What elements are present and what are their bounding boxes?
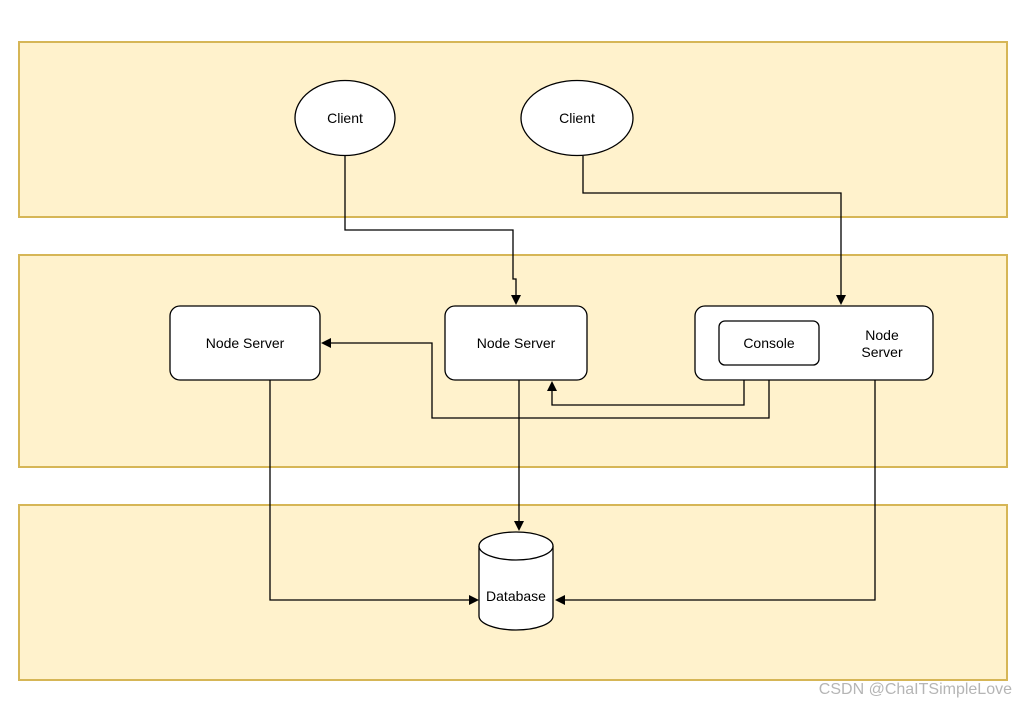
console-node: Console xyxy=(718,320,820,366)
client-left-node: Client xyxy=(294,79,396,157)
arrowhead-database-left xyxy=(469,595,479,605)
node-server-left: Node Server xyxy=(169,305,321,381)
arrowhead-node-server-middle-bottom xyxy=(547,381,557,391)
node-server-left-label: Node Server xyxy=(206,335,285,351)
node-server-middle: Node Server xyxy=(444,305,588,381)
node-server-left-shape xyxy=(169,305,321,381)
client-right-label: Client xyxy=(559,110,595,126)
client-left-label: Client xyxy=(327,110,363,126)
node-server-right-label-line2: Server xyxy=(861,344,903,360)
edge-console-to-node-server-left xyxy=(330,342,770,419)
console-label: Console xyxy=(743,335,795,351)
arrowhead-node-server-middle-top xyxy=(511,295,521,305)
console-shape xyxy=(718,320,820,366)
edge-client-left-to-node-server-middle xyxy=(344,156,517,296)
client-right-shape xyxy=(520,79,634,157)
database-top xyxy=(478,531,554,561)
watermark: CSDN @ChaITSimpleLove xyxy=(819,681,1012,698)
edge-client-right-to-node-server-right xyxy=(582,156,842,296)
node-server-middle-shape xyxy=(444,305,588,381)
database-node: Database xyxy=(478,531,554,631)
database-label: Database xyxy=(486,588,546,604)
arrowhead-node-server-left-right xyxy=(321,338,331,348)
node-server-right: Node Server Console xyxy=(694,305,934,381)
lane-clients xyxy=(18,41,1008,218)
arrowhead-node-server-right-top xyxy=(836,295,846,305)
client-left-shape xyxy=(294,79,396,157)
node-server-middle-label: Node Server xyxy=(477,335,556,351)
edge-node-server-right-to-database xyxy=(564,380,876,601)
node-server-right-label-line1: Node xyxy=(865,327,899,343)
client-right-node: Client xyxy=(520,79,634,157)
arrowhead-database-top xyxy=(514,521,524,531)
arrowhead-database-right xyxy=(555,595,565,605)
database-body xyxy=(478,546,554,631)
edge-node-server-left-to-database xyxy=(269,380,470,601)
edge-console-to-node-server-middle xyxy=(551,365,745,406)
